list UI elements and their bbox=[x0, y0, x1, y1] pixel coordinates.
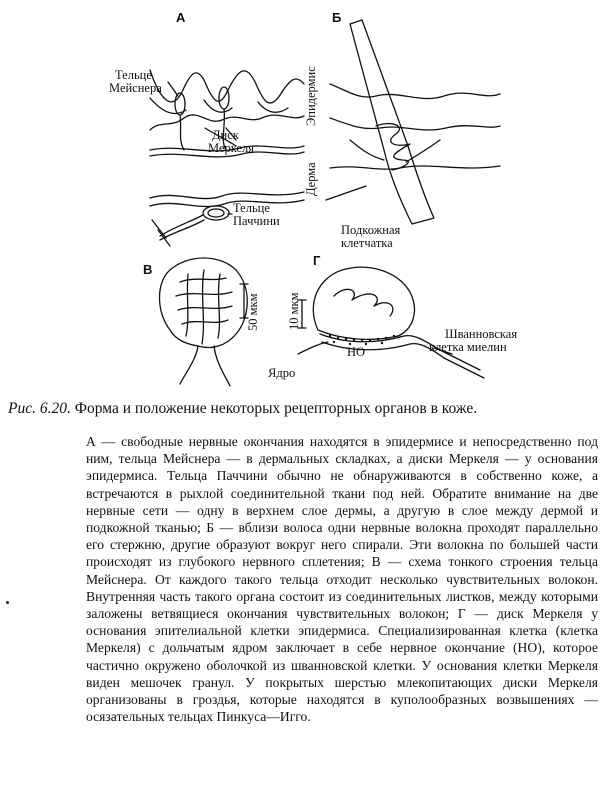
hair-shaft bbox=[349, 19, 435, 225]
label-subcutaneous: Подкожная клетчатка bbox=[341, 223, 401, 250]
nerve-ending bbox=[319, 333, 481, 371]
label-scale-g: 10 мкм bbox=[287, 292, 301, 330]
stray-dot bbox=[6, 601, 9, 604]
hair-spiral bbox=[375, 122, 411, 171]
scale-bar-b bbox=[239, 283, 249, 319]
label-nucleus: Ядро bbox=[268, 366, 296, 380]
merkel-cell bbox=[312, 266, 415, 341]
granules bbox=[328, 334, 396, 346]
caption-body-text: А — свободные нервные окончания находятс… bbox=[86, 434, 598, 725]
epidermis-base bbox=[149, 114, 305, 131]
label-pacini: Тельце Паччини bbox=[233, 201, 280, 228]
figure-6-20: А Б В Г Тельце Мейснера Диск Меркеля Тел… bbox=[0, 0, 609, 390]
label-meissner: Тельце Мейснера bbox=[109, 68, 162, 95]
figure-number: Рис. 6.20. bbox=[8, 400, 71, 417]
figure-illustration bbox=[149, 19, 501, 387]
meissner-detail bbox=[158, 257, 248, 349]
label-epidermis: Эпидермис bbox=[304, 66, 318, 126]
figure-title: Форма и положение некоторых рецепторных … bbox=[74, 400, 478, 417]
panel-letter-v: В bbox=[143, 262, 153, 277]
hair-epidermis bbox=[329, 83, 501, 100]
label-scale-b: 50 мкм bbox=[246, 293, 260, 331]
scale-bar-g bbox=[297, 299, 307, 329]
epidermis-surface bbox=[149, 69, 305, 104]
label-merkel: Диск Меркеля bbox=[208, 128, 255, 155]
label-dermis: Дерма bbox=[304, 162, 318, 196]
pacini-corpuscle bbox=[202, 205, 230, 221]
label-schwann: Шванновская клетка миелин bbox=[429, 327, 518, 354]
label-nerve-ending: НО bbox=[347, 345, 366, 359]
panel-letter-g: Г bbox=[313, 253, 321, 268]
panel-letter-a: А bbox=[176, 10, 186, 25]
deep-nerve bbox=[149, 191, 305, 200]
panel-letter-b: Б bbox=[332, 10, 342, 25]
figure-caption: Рис. 6.20. Форма и положение некоторых р… bbox=[8, 400, 603, 418]
dermal-nerve bbox=[149, 145, 305, 152]
